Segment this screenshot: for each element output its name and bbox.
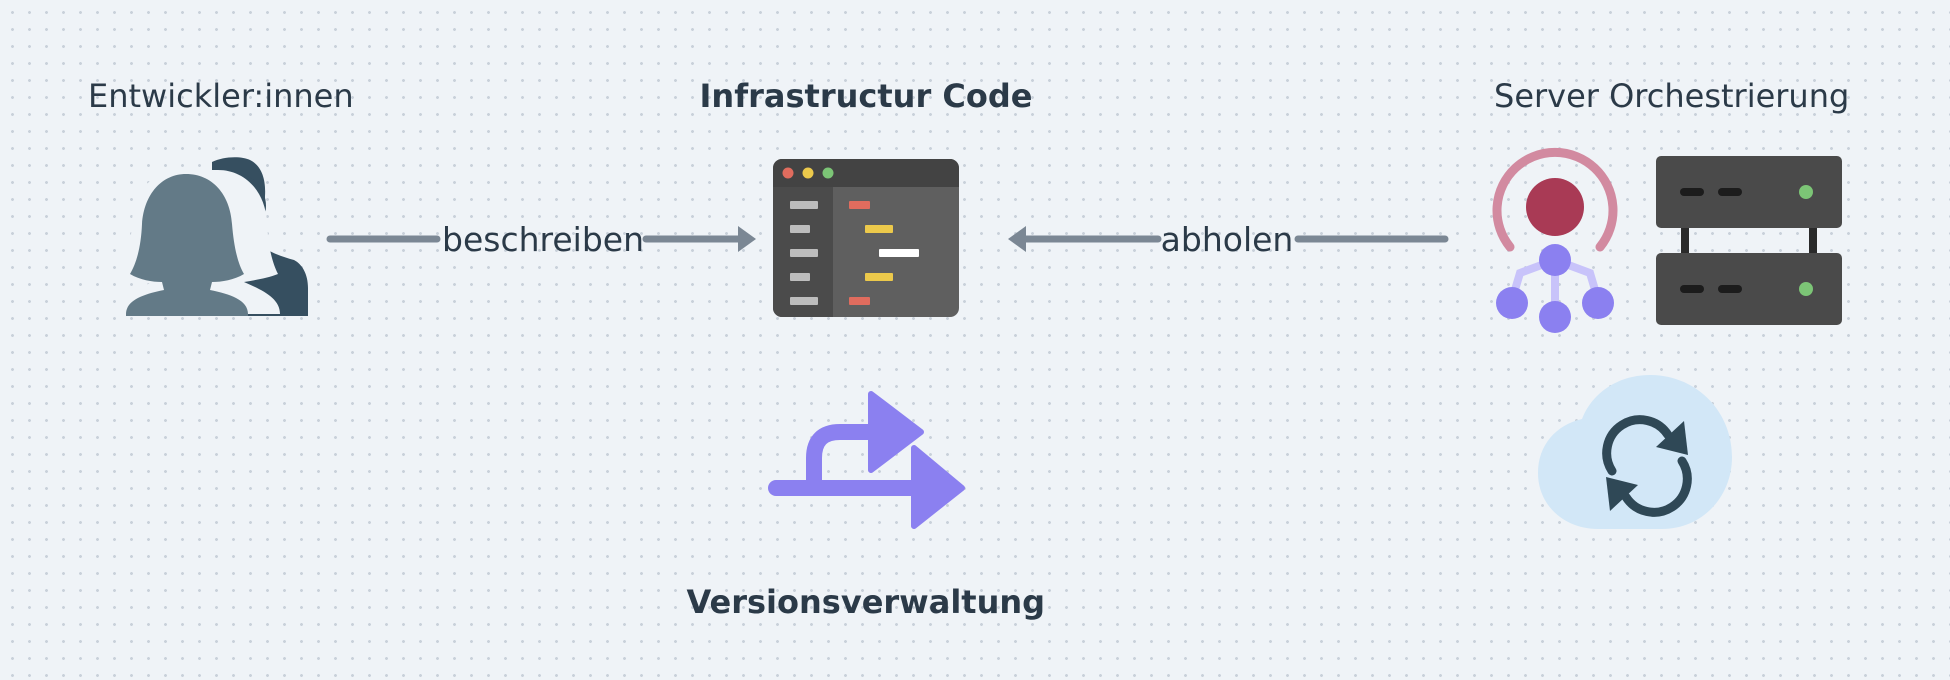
branch-arrow-icon [768,391,965,529]
server-rack-icon [1656,156,1842,325]
edge-describe-label: beschreiben [442,220,644,259]
infra-code-label: Infrastructur Code [699,77,1033,115]
edge-fetch-label: abholen [1160,220,1294,259]
developers-label: Entwickler:innen [88,77,354,115]
code-editor-icon [773,159,959,317]
cloud-sync-icon [1538,375,1732,529]
orchestration-hub-icon [1492,147,1618,333]
edge-describe-arrowhead [738,226,756,252]
orchestration-label: Server Orchestrierung [1494,77,1850,115]
users-icon [116,157,308,316]
edge-fetch-arrowhead [1008,226,1026,252]
version-control-label: Versionsverwaltung [686,583,1046,621]
